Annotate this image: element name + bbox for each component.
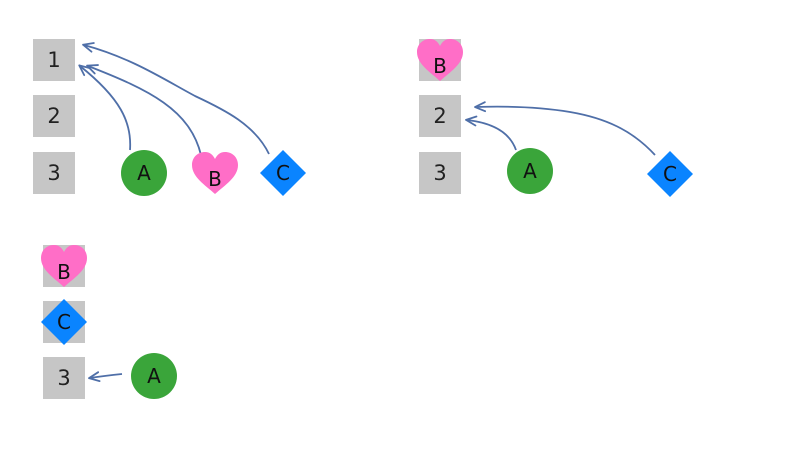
scenario-3-token-a-label: A [147,364,161,388]
scenario-1-slot-1: 1 [33,39,75,81]
scenario-2-token-c: C [647,151,693,197]
arrow-a-to-slot-1 [78,64,132,151]
scenario-1-token-b: B [188,150,242,198]
scenario-1-slot-3: 3 [33,152,75,194]
diamond-icon [41,299,87,345]
scenario-1-token-a: A [121,150,167,196]
heart-icon [192,152,238,194]
arrow-a-to-slot-3 [88,371,123,382]
scenario-2-slot-3: 3 [419,152,461,194]
scenario-3-token-b: B [37,243,91,291]
scenario-2-token-b-label: B [433,54,447,78]
scenario-2-token-a: A [507,148,553,194]
scenario-2-token-c-label: C [663,162,677,186]
scenario-1-token-c: C [260,150,306,196]
scenario-2-token-b: B [413,37,467,85]
heart-icon [41,245,87,287]
heart-icon [417,39,463,81]
scenario-3-token-c-label: C [57,310,71,334]
scenario-3-token-a: A [131,353,177,399]
scenario-3-token-c: C [41,299,87,345]
diamond-icon [647,151,693,197]
arrow-c-to-slot-1 [82,42,270,155]
scenario-1-slot-2: 2 [33,95,75,137]
arrow-c-to-slot-2 [474,101,656,156]
scenario-2-slot-2: 2 [419,95,461,137]
arrow-a-to-slot-2 [465,115,517,151]
scenario-1-token-a-label: A [137,161,151,185]
scenario-3-token-b-label: B [57,260,71,284]
scenario-1-token-b-label: B [208,167,222,191]
scenario-2-token-a-label: A [523,159,537,183]
diamond-icon [260,150,306,196]
scenario-1-token-c-label: C [276,161,290,185]
scenario-3-slot-3: 3 [43,357,85,399]
arrow-b-to-slot-1 [86,64,202,156]
